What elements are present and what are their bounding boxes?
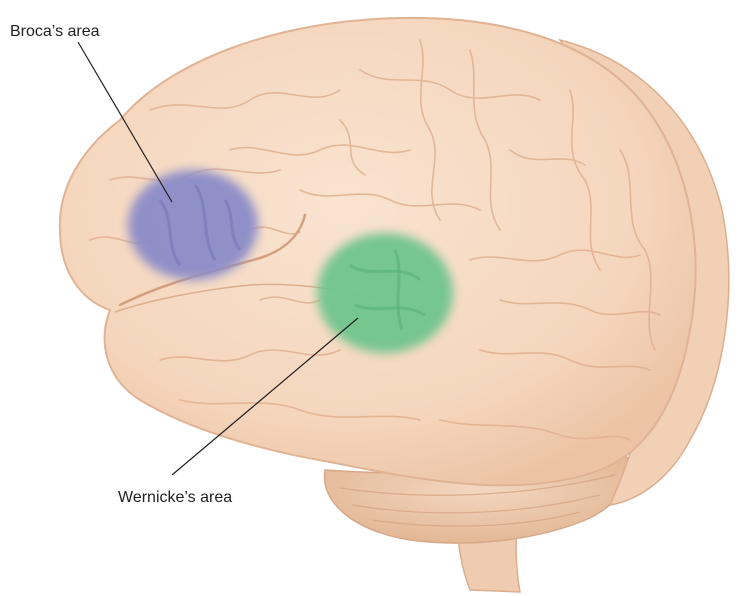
broca-region bbox=[128, 170, 258, 280]
wernicke-label: Wernicke’s area bbox=[118, 489, 232, 506]
broca-label: Broca’s area bbox=[10, 23, 100, 40]
